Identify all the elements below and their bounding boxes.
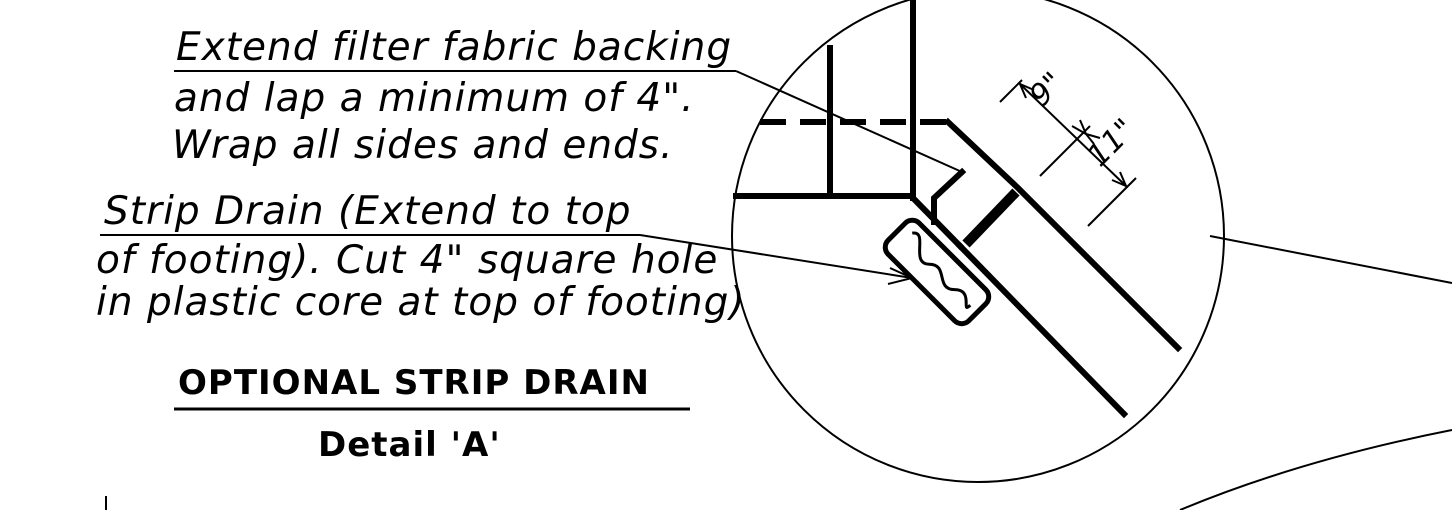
strip-drain-section xyxy=(882,217,992,327)
strip-drain-core-wave xyxy=(912,231,972,309)
dim-arrow-1 xyxy=(1018,82,1035,99)
dim-arrow-2a xyxy=(1071,119,1089,137)
dim-arrow-3 xyxy=(1111,171,1128,188)
filter-fabric-note-line3: Wrap all sides and ends. xyxy=(172,123,674,168)
strip-drain-note-line1: Strip Drain (Extend to top xyxy=(104,189,632,234)
drain-board-inner-edge xyxy=(955,241,1129,419)
strip-drain-note-line2: of footing). Cut 4" square hole xyxy=(96,238,718,283)
strip-drain-note-line3: in plastic core at top of footing) xyxy=(96,280,746,325)
dim-line xyxy=(1019,83,1127,187)
dim-label-lower: 11" xyxy=(1081,112,1143,174)
detail-title: OPTIONAL STRIP DRAIN xyxy=(178,363,650,403)
callout-leader-lower xyxy=(1179,429,1452,510)
dim-arrow-2b xyxy=(1083,132,1101,145)
detail-subtitle: Detail 'A' xyxy=(318,425,501,465)
detail-circle xyxy=(731,0,1225,483)
strip-drain-leader xyxy=(639,234,913,279)
dim-extension-line-2 xyxy=(1039,125,1091,177)
filter-fabric-note-line1: Extend filter fabric backing xyxy=(176,25,732,70)
drain-board-top-cap xyxy=(962,188,1020,248)
dim-label-upper: 9" xyxy=(1023,66,1071,114)
callout-leader-upper xyxy=(1209,235,1452,284)
dim-extension-line-1 xyxy=(999,79,1023,103)
strip-drain-outer-jacket xyxy=(882,217,992,327)
drain-board-outer-edge xyxy=(943,117,1183,353)
filter-fabric-wrap xyxy=(931,167,967,225)
filter-fabric-note-line2: and lap a minimum of 4". xyxy=(174,76,695,121)
dim-extension-line-3 xyxy=(1087,177,1137,227)
